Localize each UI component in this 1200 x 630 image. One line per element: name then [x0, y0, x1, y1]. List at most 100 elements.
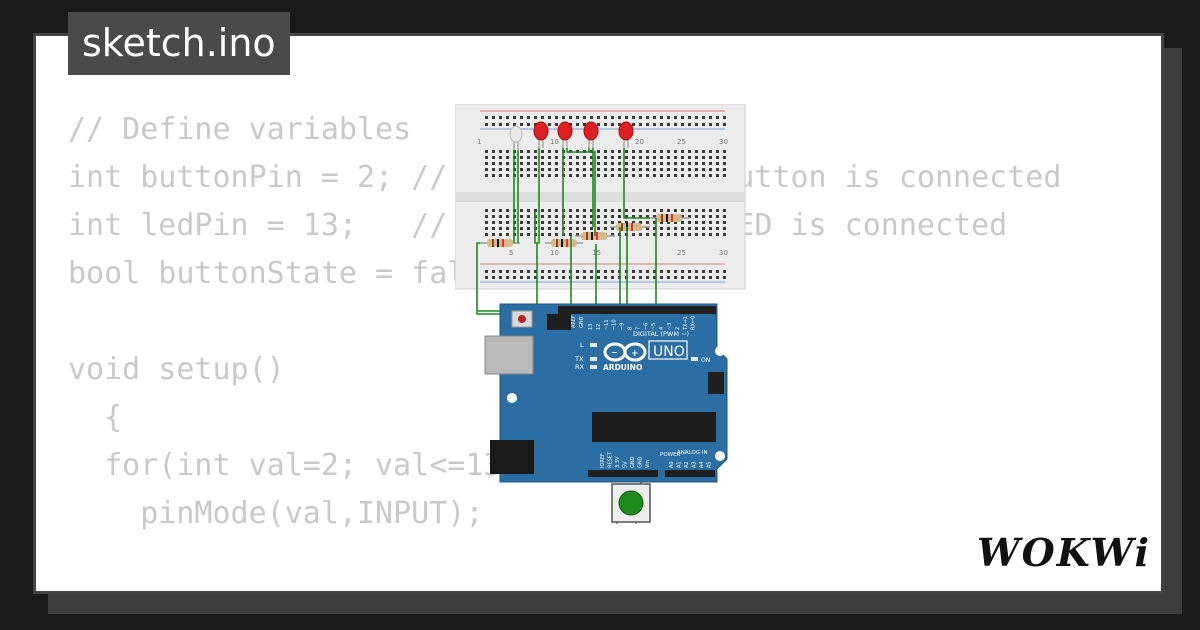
breadboard-hole[interactable]: [569, 209, 572, 212]
breadboard-hole[interactable]: [555, 116, 558, 119]
breadboard-hole[interactable]: [695, 116, 698, 119]
breadboard-hole[interactable]: [492, 174, 495, 177]
breadboard-hole[interactable]: [485, 156, 488, 159]
breadboard-hole[interactable]: [562, 116, 565, 119]
breadboard-hole[interactable]: [527, 156, 530, 159]
breadboard-hole[interactable]: [702, 162, 705, 165]
breadboard-hole[interactable]: [527, 276, 530, 279]
breadboard-hole[interactable]: [590, 270, 593, 273]
breadboard-hole[interactable]: [485, 270, 488, 273]
breadboard-hole[interactable]: [646, 215, 649, 218]
breadboard-hole[interactable]: [534, 156, 537, 159]
breadboard-hole[interactable]: [534, 270, 537, 273]
breadboard-hole[interactable]: [702, 227, 705, 230]
breadboard-hole[interactable]: [639, 221, 642, 224]
breadboard-hole[interactable]: [716, 270, 719, 273]
breadboard-hole[interactable]: [583, 123, 586, 126]
breadboard-hole[interactable]: [688, 123, 691, 126]
breadboard-hole[interactable]: [709, 116, 712, 119]
breadboard-hole[interactable]: [674, 209, 677, 212]
breadboard-hole[interactable]: [485, 150, 488, 153]
breadboard-hole[interactable]: [541, 270, 544, 273]
breadboard-hole[interactable]: [541, 215, 544, 218]
breadboard-hole[interactable]: [653, 174, 656, 177]
breadboard-hole[interactable]: [576, 123, 579, 126]
breadboard-hole[interactable]: [541, 168, 544, 171]
breadboard-hole[interactable]: [695, 276, 698, 279]
breadboard-hole[interactable]: [639, 123, 642, 126]
breadboard-hole[interactable]: [688, 168, 691, 171]
breadboard-hole[interactable]: [576, 174, 579, 177]
breadboard-hole[interactable]: [716, 123, 719, 126]
breadboard-hole[interactable]: [702, 123, 705, 126]
breadboard-hole[interactable]: [506, 156, 509, 159]
breadboard-hole[interactable]: [681, 174, 684, 177]
breadboard-hole[interactable]: [688, 270, 691, 273]
breadboard-hole[interactable]: [695, 162, 698, 165]
breadboard-hole[interactable]: [534, 150, 537, 153]
breadboard-hole[interactable]: [723, 156, 726, 159]
breadboard-hole[interactable]: [632, 116, 635, 119]
breadboard-hole[interactable]: [660, 168, 663, 171]
breadboard-hole[interactable]: [576, 156, 579, 159]
breadboard-hole[interactable]: [527, 227, 530, 230]
breadboard-hole[interactable]: [555, 227, 558, 230]
breadboard-hole[interactable]: [583, 162, 586, 165]
breadboard-hole[interactable]: [506, 276, 509, 279]
breadboard-hole[interactable]: [709, 276, 712, 279]
breadboard-hole[interactable]: [590, 227, 593, 230]
breadboard-hole[interactable]: [723, 168, 726, 171]
breadboard-hole[interactable]: [653, 270, 656, 273]
breadboard-hole[interactable]: [604, 227, 607, 230]
breadboard-hole[interactable]: [723, 123, 726, 126]
breadboard-hole[interactable]: [520, 215, 523, 218]
breadboard-hole[interactable]: [541, 162, 544, 165]
breadboard-hole[interactable]: [583, 276, 586, 279]
breadboard-hole[interactable]: [576, 233, 579, 236]
breadboard-hole[interactable]: [646, 168, 649, 171]
breadboard-hole[interactable]: [583, 215, 586, 218]
breadboard-hole[interactable]: [569, 162, 572, 165]
breadboard-hole[interactable]: [604, 123, 607, 126]
breadboard-hole[interactable]: [548, 270, 551, 273]
breadboard-hole[interactable]: [555, 221, 558, 224]
breadboard-hole[interactable]: [569, 227, 572, 230]
breadboard-hole[interactable]: [597, 270, 600, 273]
breadboard-hole[interactable]: [499, 150, 502, 153]
breadboard-hole[interactable]: [590, 276, 593, 279]
breadboard-hole[interactable]: [625, 116, 628, 119]
breadboard-hole[interactable]: [597, 150, 600, 153]
breadboard-hole[interactable]: [653, 168, 656, 171]
wokwi-logo[interactable]: WOKWi: [975, 528, 1155, 578]
breadboard-hole[interactable]: [660, 116, 663, 119]
breadboard-hole[interactable]: [520, 123, 523, 126]
breadboard-hole[interactable]: [527, 270, 530, 273]
breadboard-hole[interactable]: [723, 276, 726, 279]
breadboard-hole[interactable]: [716, 209, 719, 212]
breadboard-hole[interactable]: [527, 162, 530, 165]
breadboard-hole[interactable]: [611, 174, 614, 177]
breadboard-hole[interactable]: [632, 215, 635, 218]
breadboard-hole[interactable]: [590, 215, 593, 218]
breadboard-hole[interactable]: [506, 215, 509, 218]
breadboard-hole[interactable]: [541, 116, 544, 119]
breadboard-hole[interactable]: [639, 174, 642, 177]
breadboard-hole[interactable]: [639, 209, 642, 212]
breadboard-hole[interactable]: [667, 162, 670, 165]
breadboard-hole[interactable]: [485, 209, 488, 212]
breadboard-hole[interactable]: [576, 209, 579, 212]
breadboard-hole[interactable]: [604, 215, 607, 218]
breadboard-hole[interactable]: [639, 276, 642, 279]
breadboard-hole[interactable]: [660, 270, 663, 273]
breadboard-hole[interactable]: [485, 116, 488, 119]
breadboard-hole[interactable]: [709, 168, 712, 171]
breadboard-hole[interactable]: [660, 209, 663, 212]
breadboard-hole[interactable]: [597, 123, 600, 126]
breadboard-hole[interactable]: [492, 150, 495, 153]
breadboard-hole[interactable]: [667, 233, 670, 236]
breadboard-hole[interactable]: [548, 221, 551, 224]
breadboard-hole[interactable]: [492, 215, 495, 218]
breadboard-hole[interactable]: [681, 270, 684, 273]
breadboard-hole[interactable]: [541, 221, 544, 224]
